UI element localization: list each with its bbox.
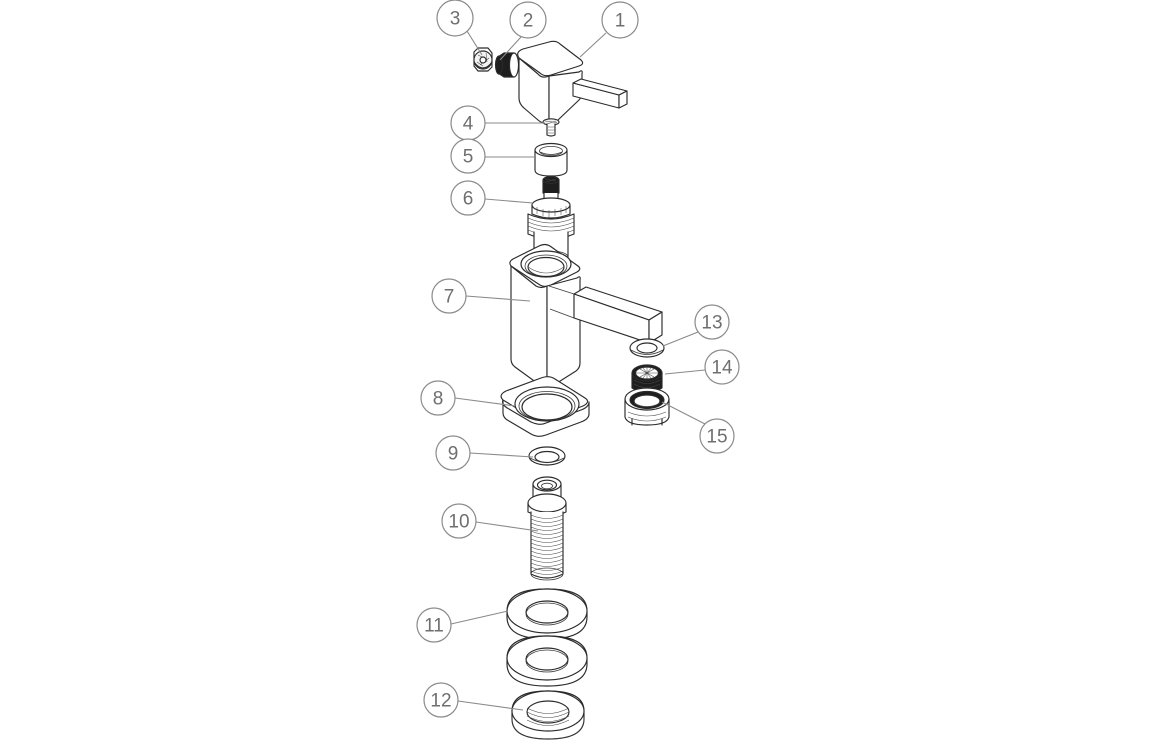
callout-circle-6: [450, 180, 486, 216]
callout-label-14: 14: [711, 358, 733, 379]
callout-circle-8: [420, 380, 456, 416]
callout-label-4: 4: [463, 114, 474, 135]
part-lever-handle: [517, 40, 628, 124]
leader-line-14: [664, 369, 706, 375]
callout-8[interactable]: 8: [420, 380, 456, 416]
callout-label-11: 11: [424, 616, 444, 637]
part-index-button: [473, 47, 493, 72]
leader-line-8: [454, 397, 516, 407]
leader-lines: [450, 30, 706, 711]
leader-line-3: [466, 30, 483, 56]
callout-circle-13: [694, 304, 730, 340]
callout-3[interactable]: 3: [436, 0, 474, 37]
part-retaining-screw: [542, 118, 560, 137]
callout-7[interactable]: 7: [431, 278, 467, 314]
leader-line-9: [469, 452, 534, 458]
part-base-plate: [500, 376, 590, 437]
part-backnut: [511, 690, 585, 740]
callout-label-5: 5: [463, 147, 474, 168]
callout-circle-11: [416, 607, 452, 643]
leader-line-15: [661, 401, 706, 425]
callout-circle-1: [601, 1, 639, 39]
callout-label-9: 9: [448, 444, 459, 465]
part-aerator-insert: [631, 364, 663, 394]
callout-circle-2: [509, 1, 547, 39]
leader-line-12: [457, 700, 524, 711]
part-spacer-collar: [534, 142, 568, 177]
callout-circle-14: [704, 349, 740, 385]
callout-label-3: 3: [450, 9, 461, 30]
callout-circle-7: [431, 278, 467, 314]
callout-15[interactable]: 15: [699, 418, 735, 454]
callout-label-15: 15: [706, 427, 727, 448]
callout-6[interactable]: 6: [450, 180, 486, 216]
leader-line-6: [484, 198, 534, 204]
callout-9[interactable]: 9: [435, 435, 471, 471]
callout-label-6: 6: [463, 189, 474, 210]
part-grub-screw-cap: [494, 52, 520, 78]
part-aerator-washer: [629, 338, 665, 358]
callout-11[interactable]: 11: [416, 607, 452, 643]
callout-13[interactable]: 13: [694, 304, 730, 340]
callout-label-10: 10: [448, 512, 469, 533]
leader-line-7: [465, 295, 531, 302]
callout-circle-12: [423, 682, 459, 718]
leader-line-10: [475, 521, 539, 532]
part-tap-body: [509, 243, 663, 386]
callout-1[interactable]: 1: [601, 1, 639, 39]
callout-label-13: 13: [701, 313, 722, 334]
callout-circle-3: [436, 0, 474, 37]
callout-12[interactable]: 12: [423, 682, 459, 718]
callout-circle-10: [441, 503, 477, 539]
callout-4[interactable]: 4: [450, 105, 486, 141]
callout-circle-15: [699, 418, 735, 454]
part-aerator-housing: [624, 387, 670, 426]
callout-label-2: 2: [523, 11, 534, 32]
leader-line-1: [579, 32, 607, 58]
part-threaded-shank: [527, 476, 567, 581]
leader-line-13: [662, 331, 699, 347]
part-rubber-washer: [528, 446, 566, 466]
callout-14[interactable]: 14: [704, 349, 740, 385]
callout-label-8: 8: [433, 389, 444, 410]
part-flat-washer-lower: [506, 635, 588, 687]
callout-label-12: 12: [430, 691, 451, 712]
callout-label-7: 7: [444, 287, 455, 308]
callout-label-1: 1: [615, 11, 626, 32]
part-flat-washer-upper: [506, 588, 588, 640]
callout-circle-5: [450, 138, 486, 174]
leader-line-11: [450, 610, 509, 625]
leader-line-2: [499, 36, 522, 61]
callout-5[interactable]: 5: [450, 138, 486, 174]
callout-circle-9: [435, 435, 471, 471]
callout-2[interactable]: 2: [509, 1, 547, 39]
callout-10[interactable]: 10: [441, 503, 477, 539]
